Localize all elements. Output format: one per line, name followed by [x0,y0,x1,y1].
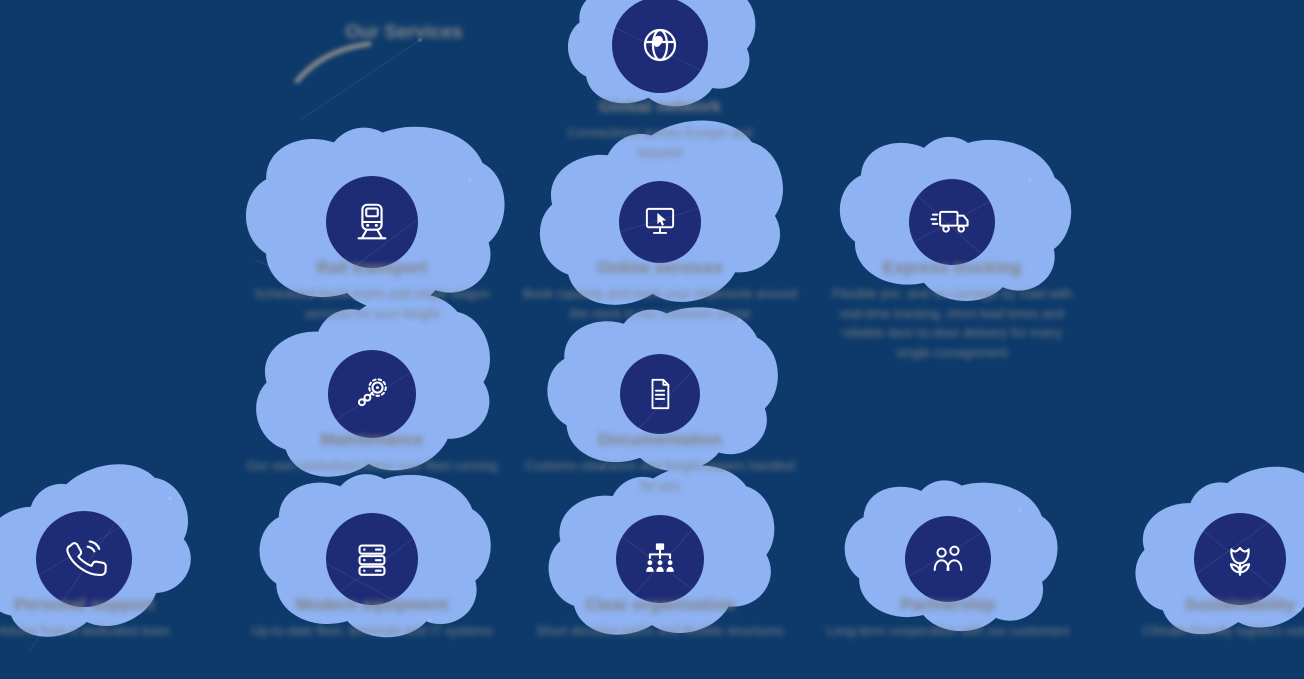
service-description: Advice from a dedicated team [0,623,170,638]
service-caption: Maintenance Our own workshops keep your … [232,430,512,476]
service-title: Clear organisation [585,595,735,614]
swoosh-decoration [294,41,372,84]
service-caption: Rail transport Scheduled block trains an… [232,258,512,323]
service-caption: Modern equipment Up-to-date fleet, termi… [232,595,512,641]
service-title: Maintenance [320,430,424,449]
service-title: Partnership [900,595,996,614]
service-caption: Sustainability Climate-friendly logistic… [1100,595,1304,641]
service-title: Express trucking [883,258,1021,277]
service-circle[interactable] [612,0,708,93]
service-caption: Clear organisation Short decision paths … [520,595,800,641]
flower-icon [1229,546,1251,576]
service-circle[interactable] [909,179,995,265]
service-title: Rail transport [316,258,428,277]
service-circle[interactable] [619,181,701,263]
gears-chain-icon [357,378,387,407]
service-title: Modern equipment [295,595,449,614]
globe-icon [643,28,677,62]
people-icon [933,545,963,572]
service-description: Short decision paths and flexible struct… [536,623,784,638]
service-circle[interactable] [616,515,704,603]
service-title: Online services [597,258,723,277]
service-circle[interactable] [326,513,418,605]
train-icon [357,203,387,240]
service-caption: Personal support Advice from a dedicated… [0,595,224,641]
phone-icon [66,540,107,577]
monitor-cursor-icon [645,207,675,234]
service-description: Connections across Europe and beyond [567,125,753,160]
service-description: Our own workshops keep your fleet runnin… [246,458,498,473]
section-heading: Our Services [345,22,463,43]
service-circle[interactable] [905,516,991,602]
service-circle[interactable] [36,511,132,607]
service-caption: Documentation Customs clearance and frei… [520,430,800,495]
server-icon [358,544,386,576]
truck-icon [930,210,969,233]
service-description: Long-term cooperation with our customers [826,623,1070,638]
service-circle[interactable] [1194,513,1286,605]
service-description: Flexible pre- and on-carriage by road wi… [832,286,1072,360]
service-title: Sustainability [1184,595,1296,614]
org-chart-icon [646,543,674,572]
service-title: Global network [598,97,722,116]
service-description: Scheduled block trains and single wagon … [254,286,490,321]
service-caption: Express trucking Flexible pre- and on-ca… [825,258,1080,362]
service-description: Customs clearance and freight papers han… [525,458,795,493]
service-circle[interactable] [328,350,416,438]
service-circle[interactable] [620,354,700,434]
service-caption: Partnership Long-term cooperation with o… [808,595,1088,641]
service-circle[interactable] [326,176,418,268]
service-description: Up-to-date fleet, terminals and IT syste… [251,623,493,638]
service-title: Personal support [14,595,154,614]
service-description: Book capacity and track your shipments a… [523,286,797,321]
service-caption: Global network Connections across Europe… [555,97,765,162]
service-title: Documentation [598,430,722,449]
document-icon [651,378,670,410]
service-description: Climate-friendly logistics solutions [1142,623,1304,638]
service-caption: Online services Book capacity and track … [520,258,800,323]
